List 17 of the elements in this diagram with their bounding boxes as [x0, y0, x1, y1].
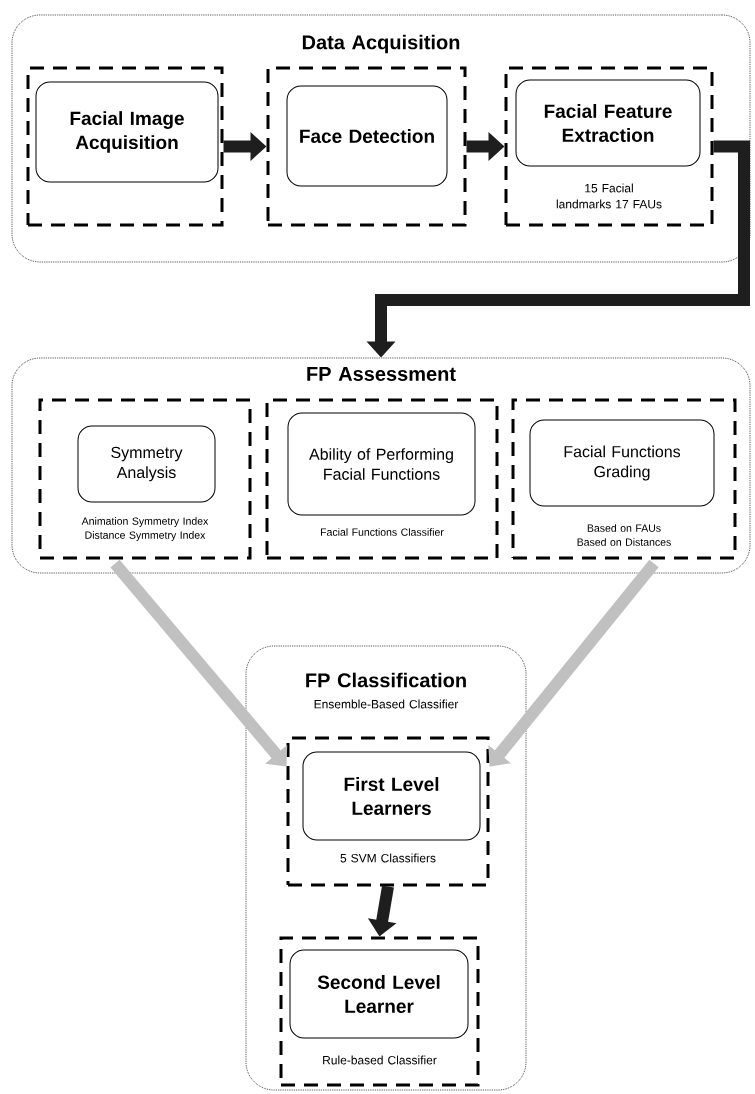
- box-label: Facial Functions Classifier: [321, 528, 444, 536]
- dashed-box: [266, 66, 467, 227]
- box-label: Based on FAUs Based on Distances: [577, 524, 671, 546]
- box-label: Animation Symmetry Index Distance Symmetry Index: [81, 517, 209, 541]
- arrow: [488, 559, 659, 767]
- box-label: Rule-based Classifier: [323, 1055, 437, 1065]
- process-box: Ability of Performing Facial Functions: [287, 412, 476, 516]
- process-box: Facial Image Acquisition: [35, 81, 219, 183]
- process-box: Face Detection: [286, 85, 448, 187]
- process-box: Symmetry Analysis: [77, 425, 216, 503]
- box-label: 5 SVM Classifiers: [340, 853, 436, 863]
- process-box: Facial Functions Grading: [529, 419, 715, 507]
- process-box: Facial Feature Extraction: [515, 79, 701, 167]
- process-box: First Level Learners: [302, 751, 481, 841]
- box-label: 15 Facial landmarks 17 FAUs: [556, 183, 662, 209]
- process-box: Second Level Learner: [289, 949, 469, 1039]
- dashed-box: [26, 66, 224, 227]
